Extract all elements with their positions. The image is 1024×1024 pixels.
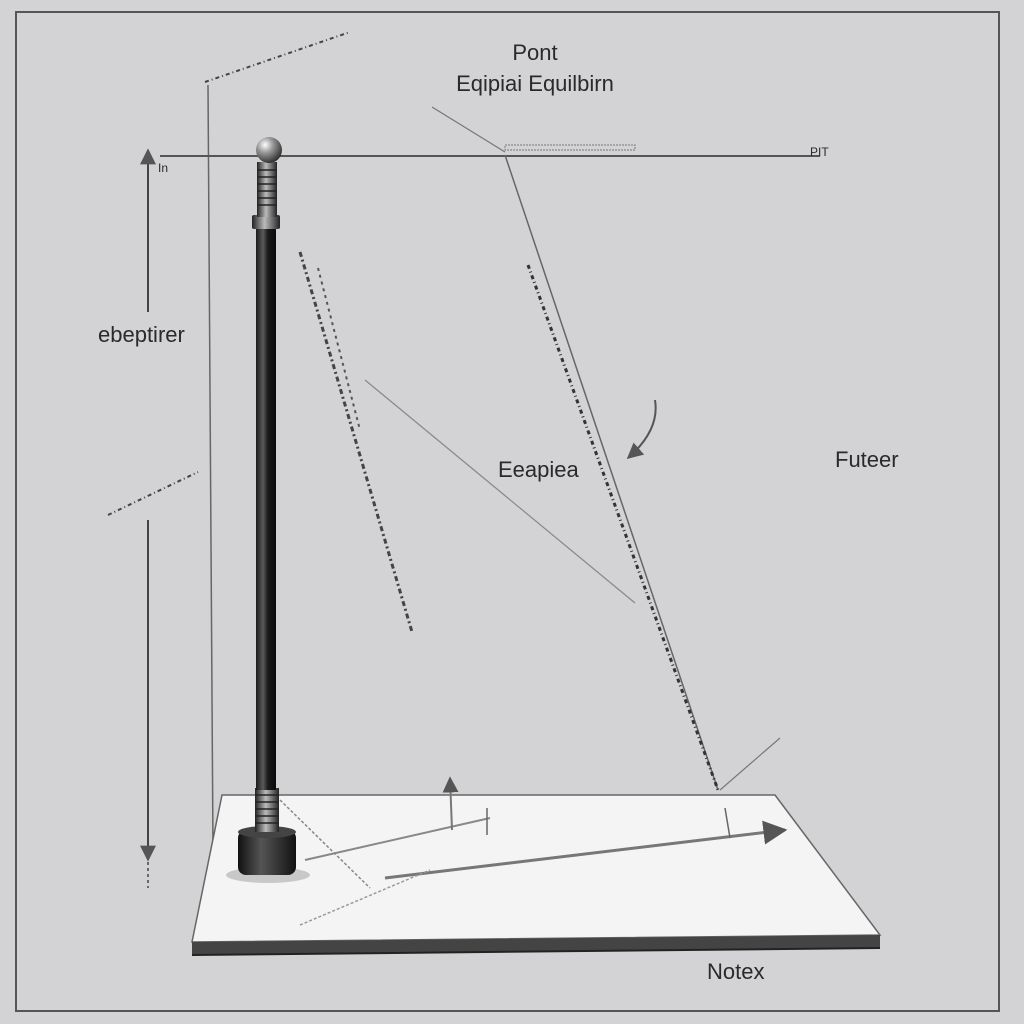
right-marker: PIT: [810, 145, 829, 159]
base-cylinder: [238, 830, 296, 875]
curved-arrow: [626, 399, 657, 460]
title-pointer-line: [431, 106, 506, 153]
inner-diagonal-line: [364, 379, 636, 604]
center-label: Eeapiea: [498, 457, 580, 482]
left-guide-line: [207, 84, 214, 851]
scribble-left: [107, 471, 199, 516]
pole-collar: [252, 215, 280, 229]
pole-rod: [256, 225, 276, 790]
plate-arrow-long: [384, 820, 788, 880]
upper-screw: [257, 162, 277, 217]
outer-frame: [15, 11, 1000, 1012]
scribble-mid-left: [298, 251, 414, 633]
upper-screw-threads: [257, 169, 277, 206]
title-line-1: Pont: [512, 40, 557, 65]
left-top-marker: In: [158, 161, 168, 175]
scribble-mid-left-2: [317, 267, 361, 431]
title-line-2: Eqipiai Equilbirn: [456, 71, 614, 96]
plate-diagonal-1: [279, 799, 371, 889]
plate-bottom-edge: [191, 947, 881, 956]
beam-hatch: [504, 144, 636, 151]
pole-assembly: [226, 137, 310, 883]
force-line-diagonal: [504, 154, 719, 791]
force-line-hatch: [526, 264, 720, 791]
plate-tick-2: [724, 807, 731, 839]
scribble-top: [204, 31, 351, 83]
plate-arrow-up: [442, 776, 459, 831]
right-label: Futeer: [835, 447, 899, 472]
left-label: ebeptirer: [98, 322, 185, 347]
lower-screw-threads: [255, 794, 279, 824]
plate-diagonal-2: [299, 869, 431, 926]
base-plate-edge: [192, 935, 880, 955]
plate-pointer-line: [719, 737, 781, 791]
bottom-label: Notex: [707, 959, 764, 984]
pivot-ball: [256, 137, 282, 163]
plate-arrow-short: [304, 817, 491, 861]
